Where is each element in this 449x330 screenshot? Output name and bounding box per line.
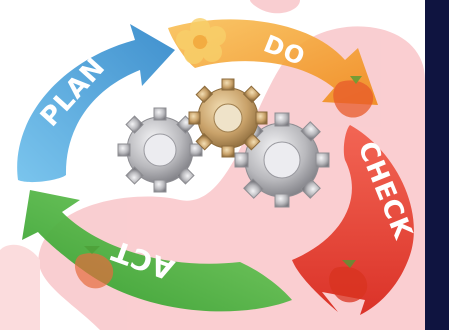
strawberry-icon [333,76,374,118]
strawberry-icon [329,260,368,303]
strawberry-icon [74,246,114,289]
gold-gear [188,78,268,158]
silver-gear-right [234,112,330,208]
silver-gear-left [117,107,203,193]
flower-icon [176,18,226,64]
right-edge-bar [425,0,449,330]
gears-icon [117,78,330,208]
